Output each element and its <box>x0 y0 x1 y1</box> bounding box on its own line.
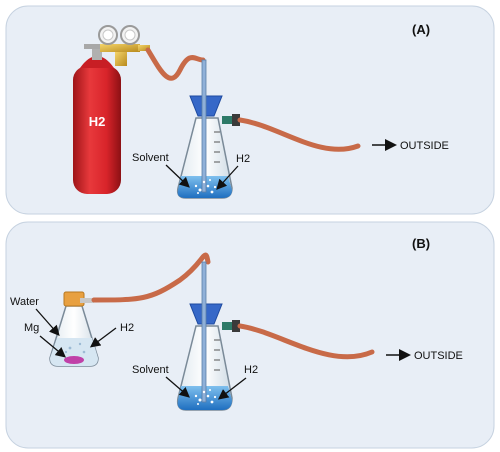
gas-label-b: H2 <box>244 364 258 376</box>
hydrogen-cylinder: H2 <box>73 46 121 194</box>
cylinder-label: H2 <box>89 114 106 129</box>
flask-a-bubbles <box>194 179 217 194</box>
magnesium-pieces <box>64 356 84 364</box>
transfer-tubing <box>91 252 211 303</box>
solvent-arrow-b <box>165 376 190 398</box>
panel-b-background <box>5 221 495 449</box>
reaction-flask-a <box>176 59 240 199</box>
water-label: Water <box>10 296 39 308</box>
flask-b-inlet-tube <box>201 261 207 403</box>
outlet-tubing-b <box>237 323 375 360</box>
solvent-arrow-a <box>165 164 190 188</box>
panel-b-label: (B) <box>412 236 430 251</box>
gas-supply-tubing <box>145 47 206 81</box>
mg-label: Mg <box>24 322 39 334</box>
reaction-flask-b <box>176 261 240 411</box>
generator-side-arm <box>80 298 94 303</box>
water-arrow <box>35 308 60 336</box>
outlet-label-b: OUTSIDE <box>414 350 463 362</box>
generator-water <box>50 338 98 366</box>
solvent-label-a: Solvent <box>132 152 169 164</box>
generator-gas-arrow <box>89 327 117 348</box>
flask-b-side-arm <box>222 322 236 330</box>
panel-a-background <box>5 5 495 215</box>
gas-label-a: H2 <box>236 153 250 165</box>
panel-b: (B) <box>5 221 495 449</box>
panel-a-label: (A) <box>412 22 430 37</box>
flask-b-bubbles <box>194 389 217 405</box>
cylinder-valve-neck <box>92 46 102 60</box>
panel-a: (A) H2 <box>5 5 495 215</box>
outlet-label-a: OUTSIDE <box>400 140 449 152</box>
mg-arrow <box>39 335 66 358</box>
gas-regulator-icon <box>84 25 150 66</box>
outlet-tubing-a <box>237 117 361 152</box>
gas-arrow-b <box>217 377 247 400</box>
flask-a-side-arm <box>222 116 236 124</box>
generator-gas-label: H2 <box>120 322 134 334</box>
cylinder-body <box>73 66 121 194</box>
flask-a-inlet-tube <box>201 59 207 193</box>
cylinder-shoulder <box>80 56 114 68</box>
solvent-label-b: Solvent <box>132 364 169 376</box>
gas-arrow-a <box>216 165 239 190</box>
